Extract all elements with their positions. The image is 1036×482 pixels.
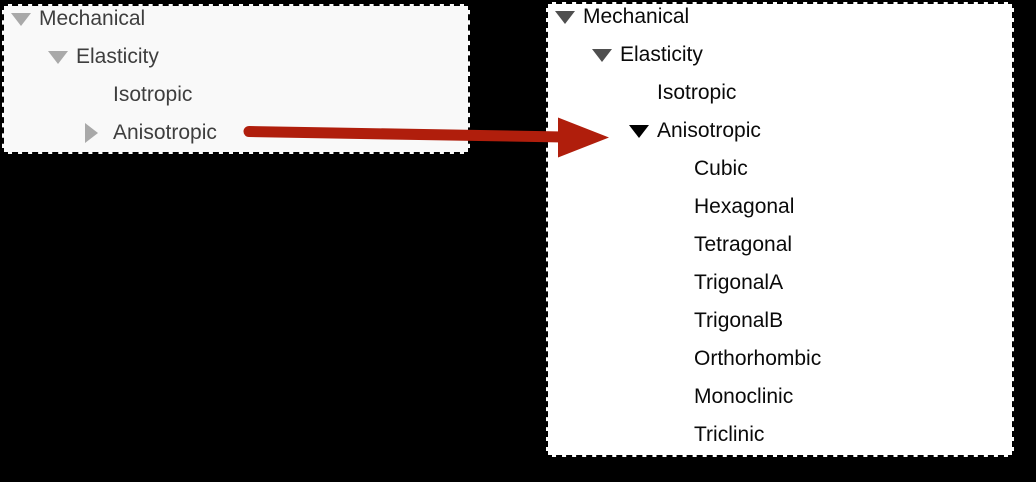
expand-toggle[interactable] — [85, 123, 113, 143]
tree-node-tetragonal[interactable]: Tetragonal — [666, 226, 1012, 264]
tree-node-trigonala[interactable]: TrigonalA — [666, 264, 1012, 302]
tree-node-isotropic[interactable]: Isotropic — [85, 76, 468, 114]
tree-node-isotropic[interactable]: Isotropic — [629, 74, 1012, 112]
tree-node-label: Anisotropic — [113, 121, 217, 144]
tree-panel-before: Mechanical Elasticity Isotropic Anisotro… — [2, 4, 470, 154]
tree-node-elasticity[interactable]: Elasticity — [48, 38, 468, 76]
tree-node-mechanical[interactable]: Mechanical — [11, 6, 468, 38]
tree-panel-after: Mechanical Elasticity Isotropic Anisotro… — [546, 2, 1014, 457]
tree-node-label: Elasticity — [620, 43, 703, 66]
expand-toggle[interactable] — [629, 124, 657, 138]
tree-node-label: Orthorhombic — [694, 347, 822, 370]
tree-node-cubic[interactable]: Cubic — [666, 150, 1012, 188]
tree-node-monoclinic[interactable]: Monoclinic — [666, 378, 1012, 416]
tree-node-label: Cubic — [694, 157, 748, 180]
tree-node-label: Elasticity — [76, 45, 159, 68]
tree-node-label: Hexagonal — [694, 195, 795, 218]
expand-toggle[interactable] — [555, 10, 583, 24]
tree-node-hexagonal[interactable]: Hexagonal — [666, 188, 1012, 226]
expand-toggle[interactable] — [48, 50, 76, 64]
triangle-down-icon — [555, 10, 575, 24]
expand-toggle[interactable] — [11, 12, 39, 26]
tree-node-label: Mechanical — [583, 5, 690, 28]
tree-node-label: Triclinic — [694, 423, 765, 446]
triangle-down-icon — [48, 50, 68, 64]
tree-node-elasticity[interactable]: Elasticity — [592, 36, 1012, 74]
triangle-right-icon — [85, 123, 98, 143]
tree-node-label: Monoclinic — [694, 385, 794, 408]
expand-toggle[interactable] — [592, 48, 620, 62]
triangle-down-icon — [11, 12, 31, 26]
tree-node-trigonalb[interactable]: TrigonalB — [666, 302, 1012, 340]
tree-node-anisotropic-collapsed[interactable]: Anisotropic — [85, 114, 468, 152]
tree-before: Mechanical Elasticity Isotropic Anisotro… — [4, 6, 468, 152]
tree-after: Mechanical Elasticity Isotropic Anisotro… — [548, 4, 1012, 454]
tree-node-label: Tetragonal — [694, 233, 793, 256]
tree-node-orthorhombic[interactable]: Orthorhombic — [666, 340, 1012, 378]
triangle-down-icon — [592, 48, 612, 62]
tree-node-triclinic[interactable]: Triclinic — [666, 416, 1012, 454]
triangle-down-icon — [629, 124, 649, 138]
tree-node-mechanical[interactable]: Mechanical — [555, 4, 1012, 36]
tree-node-label: Isotropic — [113, 83, 193, 106]
tree-node-label: TrigonalB — [694, 309, 784, 332]
tree-node-label: Isotropic — [657, 81, 737, 104]
tree-node-label: Mechanical — [39, 7, 146, 30]
tree-node-label: Anisotropic — [657, 119, 761, 142]
tree-node-label: TrigonalA — [694, 271, 784, 294]
tree-node-anisotropic-expanded[interactable]: Anisotropic — [629, 112, 1012, 150]
